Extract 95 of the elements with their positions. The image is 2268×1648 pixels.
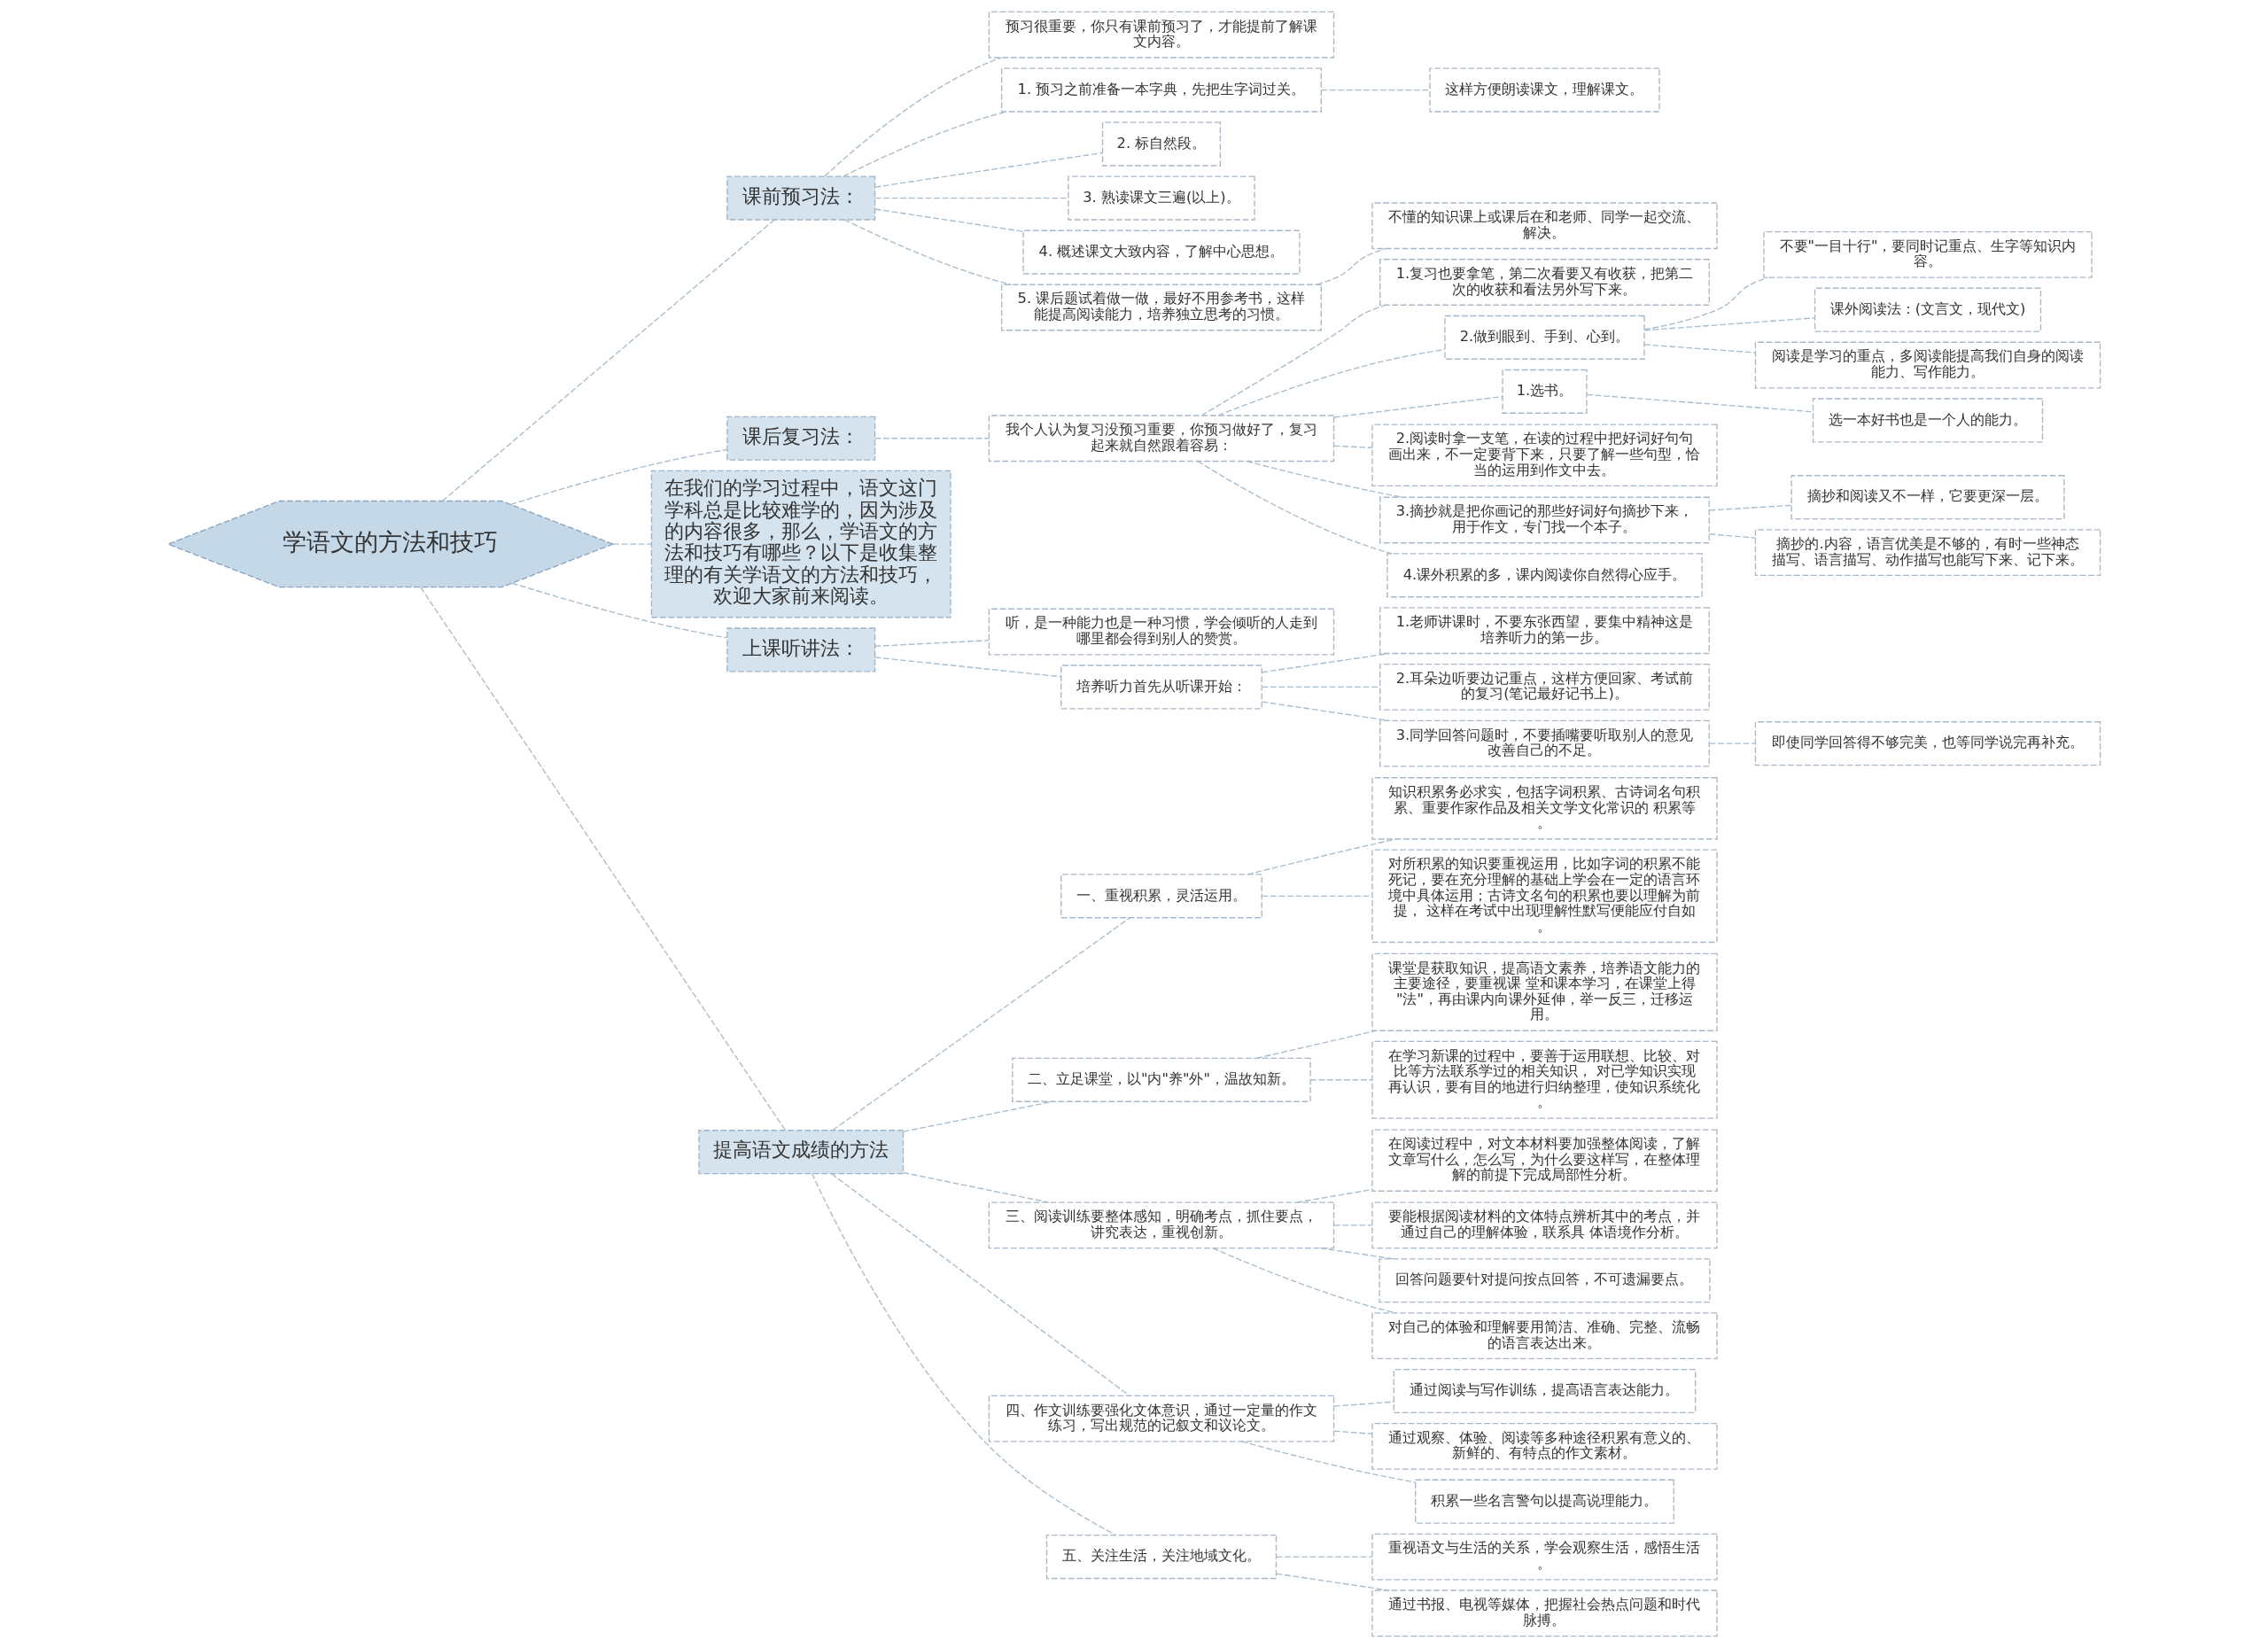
connector — [1333, 1224, 1373, 1226]
node-box: 即使同学回答得不够完美，也等同学说完再补充。 — [1754, 721, 2101, 766]
node-box: 通过观察、体验、阅读等多种途径积累有意义的、新鲜的、有特点的作文素材。 — [1371, 1422, 1718, 1470]
node-box: 二、立足课堂，以"内"养"外"，温故知新。 — [1012, 1057, 1311, 1102]
connector — [1333, 445, 1373, 448]
connector — [1262, 895, 1373, 898]
node-box: 培养听力首先从听课开始： — [1060, 665, 1262, 710]
node-box: 在我们的学习过程中，语文这门学科总是比较难学的，因为涉及的内容很多，那么，学语文的方法和技巧有哪些？以下是收集整理的有关学语文的方法和技巧，欢迎大家前来阅读。 — [650, 470, 951, 618]
connector — [1643, 344, 1757, 354]
node-box: 回答问题要针对提问按点回答，不可遗漏要点。 — [1379, 1258, 1711, 1303]
node-box: 2.阅读时拿一支笔，在读的过程中把好词好句句画出来，不一定要背下来，只要了解一些句型，恰当的运用到作文中去。 — [1371, 424, 1718, 486]
node-box: 通过阅读与写作训练，提高语言表达能力。 — [1393, 1368, 1697, 1414]
node-box: 三、阅读训练要整体感知，明确考点，抓住要点，讲究表达，重视创新。 — [988, 1201, 1335, 1249]
connector — [1708, 742, 1756, 744]
node-box: 摘抄的.内容，语言优美是不够的，有时一些神态描写、语言描写、动作描写也能写下来、记下来。 — [1754, 529, 2101, 576]
node-box: 要能根据阅读材料的文体特点辨析其中的考点，并通过自己的理解体验，联系具 体语境作分析。 — [1371, 1201, 1718, 1249]
connector — [420, 587, 786, 1131]
connector — [874, 152, 1103, 188]
connector — [811, 1173, 1117, 1536]
connector — [441, 219, 775, 502]
connector — [874, 438, 990, 439]
node-box: 这样方便朗读课文，理解课文。 — [1429, 67, 1660, 113]
connector — [1247, 838, 1397, 875]
connector — [1643, 276, 1769, 330]
node-box: 1.选书。 — [1502, 369, 1588, 414]
connector — [1708, 533, 1756, 539]
node-box: 积累一些名言警句以提高说理能力。 — [1415, 1479, 1674, 1524]
node-box: 1.复习也要拿笔，第二次看要又有收获，把第二次的收获和看法另外写下来。 — [1379, 259, 1710, 306]
node-box: 在阅读过程中，对文本材料要加强整体阅读，了解文章写什么，怎么写，为什么要这样写，在整体理解的前提下完成局部性分析。 — [1371, 1129, 1718, 1192]
node-box: 不要"一目十行"，要同时记重点、生字等知识内容。 — [1763, 230, 2093, 278]
connector — [612, 543, 652, 545]
connector — [1197, 460, 1393, 555]
node-box: 2.耳朵边听要边记重点，这样方便回家、考试前的复习(笔记最好记书上)。 — [1379, 664, 1710, 711]
connector — [843, 219, 1013, 285]
connector — [1276, 1556, 1373, 1558]
node-box: 一、重视积累，灵活运用。 — [1060, 874, 1262, 919]
connector — [1241, 1441, 1416, 1483]
node-box: 提高语文成绩的方法 — [698, 1130, 905, 1175]
connector — [1200, 304, 1386, 416]
connector — [1333, 395, 1503, 418]
node-box: 对所积累的知识要重视运用，比如字词的积累不能死记，要在充分理解的基础上学会在一定的语言环境中具体运用；古诗文名句的积累也要以理解为前提， 这样在考试中出现理解性默写便能应付自如。 — [1371, 849, 1718, 944]
node-box: 课外阅读法：(文言文，现代文) — [1814, 287, 2042, 332]
node-box: 五、关注生活，关注地域文化。 — [1045, 1535, 1278, 1580]
connector — [874, 640, 990, 647]
connector — [824, 57, 1003, 177]
node-box: 阅读是学习的重点，多阅读能提高我们自身的阅读能力、写作能力。 — [1754, 341, 2101, 389]
node-box: 听，是一种能力也是一种习惯，学会倾听的人走到哪里都会得到别人的赞赏。 — [988, 608, 1335, 656]
connector — [1333, 1401, 1394, 1407]
node-box: 对自己的体验和理解要用简洁、准确、完整、流畅的语言表达出来。 — [1371, 1312, 1718, 1360]
connector — [832, 917, 1130, 1131]
node-box: 2.做到眼到、手到、心到。 — [1444, 315, 1645, 360]
node-box: 3. 熟读课文三遍(以上)。 — [1068, 175, 1255, 221]
node-box: 1. 预习之前准备一本字典，先把生字词过关。 — [1000, 67, 1322, 113]
connector — [1309, 1079, 1373, 1081]
node-box: 3.摘抄就是把你画记的那些好词好句摘抄下来，用于作文，专门找一个本子。 — [1379, 496, 1710, 544]
node-box: 课后复习法： — [726, 416, 876, 461]
node-box: 上课听讲法： — [726, 627, 876, 672]
node-box: 四、作文训练要强化文体意识，通过一定量的作文练习，写出规范的记叙文和议论文。 — [988, 1395, 1335, 1442]
connector — [1262, 701, 1390, 721]
connector — [1276, 1573, 1390, 1591]
node-box: 知识积累务必求实，包括字词积累、古诗词名句积累、重要作家作品及相关文学文化常识的 积累等。 — [1371, 777, 1718, 840]
connector — [1708, 504, 1792, 511]
connector — [1262, 652, 1390, 673]
node-box: 摘抄和阅读又不一样，它要更深一层。 — [1790, 475, 2065, 520]
connector — [509, 448, 728, 506]
connector — [874, 657, 1062, 678]
connector — [511, 582, 728, 639]
node-box: 在学习新课的过程中，要善于运用联想、比较、对比等方法联系学过的相关知识， 对已学知识实现再认识，要有目的地进行归纳整理，使知识系统化。 — [1371, 1040, 1718, 1119]
node-box: 2. 标自然段。 — [1101, 121, 1222, 167]
node-box: 不懂的知识课上或课后在和老师、同学一起交流、解决。 — [1371, 202, 1718, 250]
node-box: 预习很重要，你只有课前预习了，才能提前了解课文内容。 — [988, 11, 1335, 58]
connector — [1333, 1430, 1373, 1434]
node-box: 选一本好书也是一个人的能力。 — [1812, 398, 2044, 443]
node-box: 通过书报、电视等媒体，把握社会热点问题和时代脉搏。 — [1371, 1590, 1718, 1637]
connector — [1320, 89, 1431, 91]
node-box: 3.同学回答问题时，不要插嘴要听取别人的意见改善自己的不足。 — [1379, 719, 1710, 767]
node-box: 我个人认为复习没预习重要，你预习做好了，复习起来就自然跟着容易： — [988, 415, 1335, 463]
node-box: 重视语文与生活的关系，学会观察生活，感悟生活。 — [1371, 1533, 1718, 1581]
node-box: 5. 课后题试着做一做，最好不用参考书，这样能提高阅读能力，培养独立思考的习惯。 — [1000, 284, 1322, 331]
connector — [1217, 348, 1446, 416]
connector — [874, 208, 1024, 232]
connector — [903, 1171, 1050, 1203]
node-box: 1.老师讲课时，不要东张西望，要集中精神这是培养听力的第一步。 — [1379, 607, 1710, 655]
connector — [1212, 1248, 1397, 1314]
node-box: 4. 概述课文大致内容，了解中心思想。 — [1022, 229, 1301, 275]
connector — [1296, 1188, 1373, 1203]
node-box: 课前预习法： — [726, 175, 876, 221]
node-box: 课堂是获取知识，提高语文素养，培养语文能力的主要途径，要重视课 堂和课本学习，在课堂上得"法"，再由课内向课外延伸，举一反三，迁移运用。 — [1371, 952, 1718, 1031]
connector — [1255, 1030, 1378, 1059]
connector — [1319, 1248, 1395, 1260]
connector — [903, 1100, 1053, 1132]
connector — [1643, 317, 1815, 331]
connector — [1316, 247, 1386, 285]
connector — [830, 1173, 1130, 1396]
node-box: 4.课外积累的多，课内阅读你自然得心应手。 — [1386, 553, 1703, 598]
